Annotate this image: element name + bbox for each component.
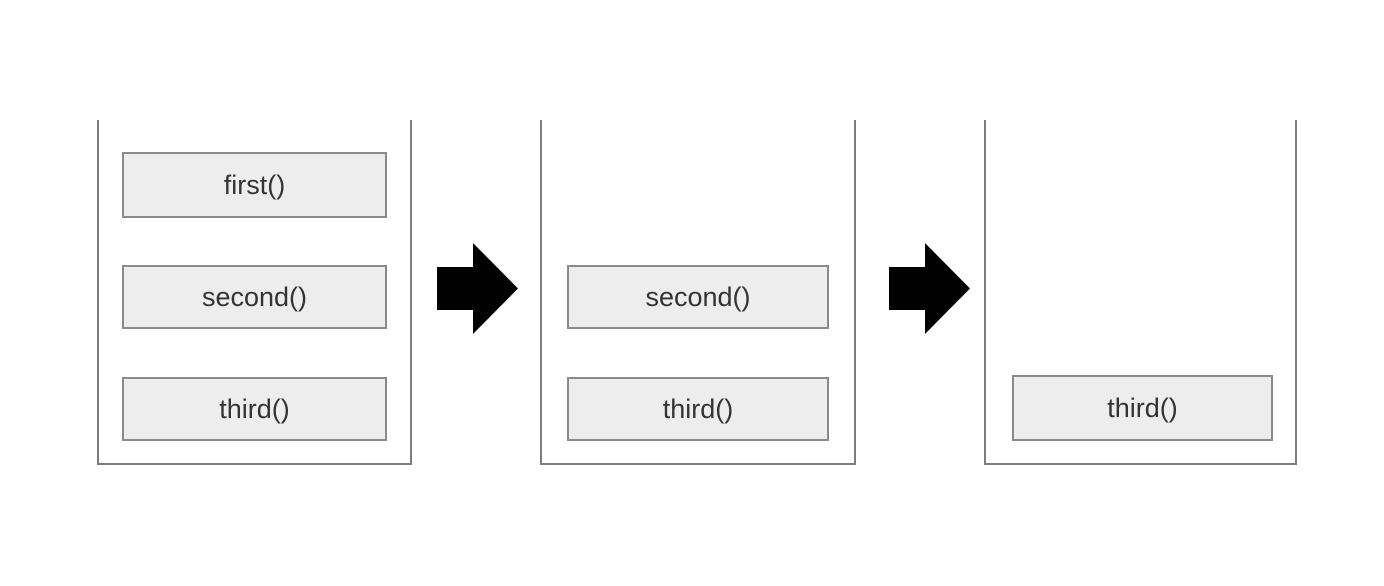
stack-container-stage-3 — [984, 120, 1297, 465]
stack-frame-second: second() — [567, 265, 829, 329]
stack-container-stage-1 — [97, 120, 412, 465]
stack-frame-third: third() — [567, 377, 829, 441]
stack-frame-second: second() — [122, 265, 387, 329]
stack-frame-third: third() — [122, 377, 387, 441]
arrow-right-icon — [437, 243, 518, 334]
stack-frame-first: first() — [122, 152, 387, 218]
arrow-right-icon — [889, 243, 970, 334]
stack-container-stage-2 — [540, 120, 856, 465]
stack-frame-third: third() — [1012, 375, 1273, 441]
